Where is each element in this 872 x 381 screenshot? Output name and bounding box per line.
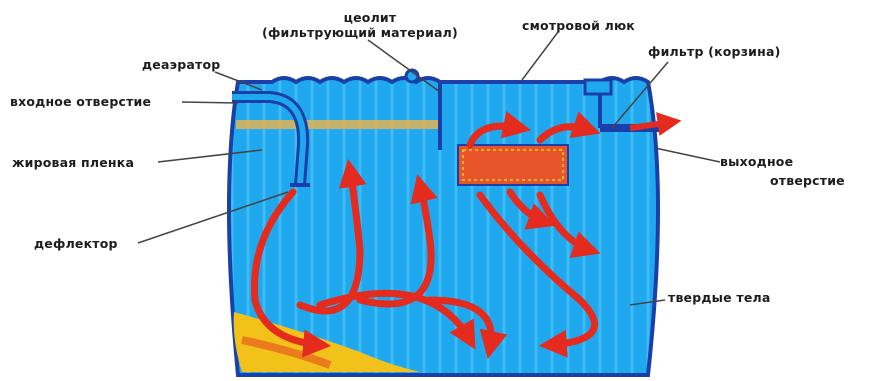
outlet-label-line2: отверстие bbox=[770, 173, 845, 188]
filter-label: фильтр (корзина) bbox=[648, 44, 781, 59]
outlet-label-line1: выходное bbox=[720, 154, 793, 169]
inlet-label: входное отверстие bbox=[10, 94, 151, 109]
zeolite-label-line1: цеолит bbox=[300, 10, 440, 25]
deaerator-label: деаэратор bbox=[142, 57, 220, 72]
fat-film-layer bbox=[236, 120, 441, 129]
hatch-label: смотровой люк bbox=[522, 18, 635, 33]
zeolite-label-line2: (фильтрующий материал) bbox=[240, 25, 480, 40]
deflector-label: дефлектор bbox=[34, 236, 118, 251]
fat-film-label: жировая пленка bbox=[12, 155, 134, 170]
solids-label: твердые тела bbox=[668, 290, 771, 305]
